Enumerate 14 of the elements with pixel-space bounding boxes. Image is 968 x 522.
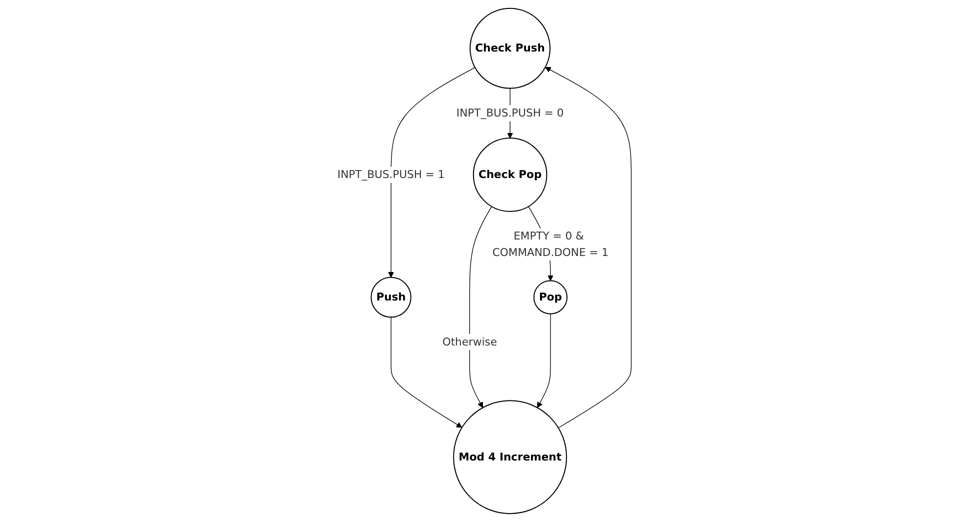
arrow xyxy=(388,67,475,278)
node-circle: Pop xyxy=(533,280,568,314)
node-circle: Check Push xyxy=(469,8,550,89)
node-circle: Push xyxy=(370,276,412,318)
edge-label: EMPTY = 0 & COMMAND.DONE = 1 xyxy=(492,230,608,259)
edge-label: Otherwise xyxy=(442,335,497,348)
arrow xyxy=(536,314,550,408)
arrow xyxy=(544,66,632,428)
edge-label: INPT_BUS.PUSH = 1 xyxy=(337,168,444,181)
edge-label: INPT_BUS.PUSH = 0 xyxy=(456,106,564,120)
node-circle: Mod 4 Increment xyxy=(452,400,567,514)
node-circle: Check Pop xyxy=(472,138,547,212)
arrow xyxy=(390,316,462,428)
arrow xyxy=(469,206,492,408)
